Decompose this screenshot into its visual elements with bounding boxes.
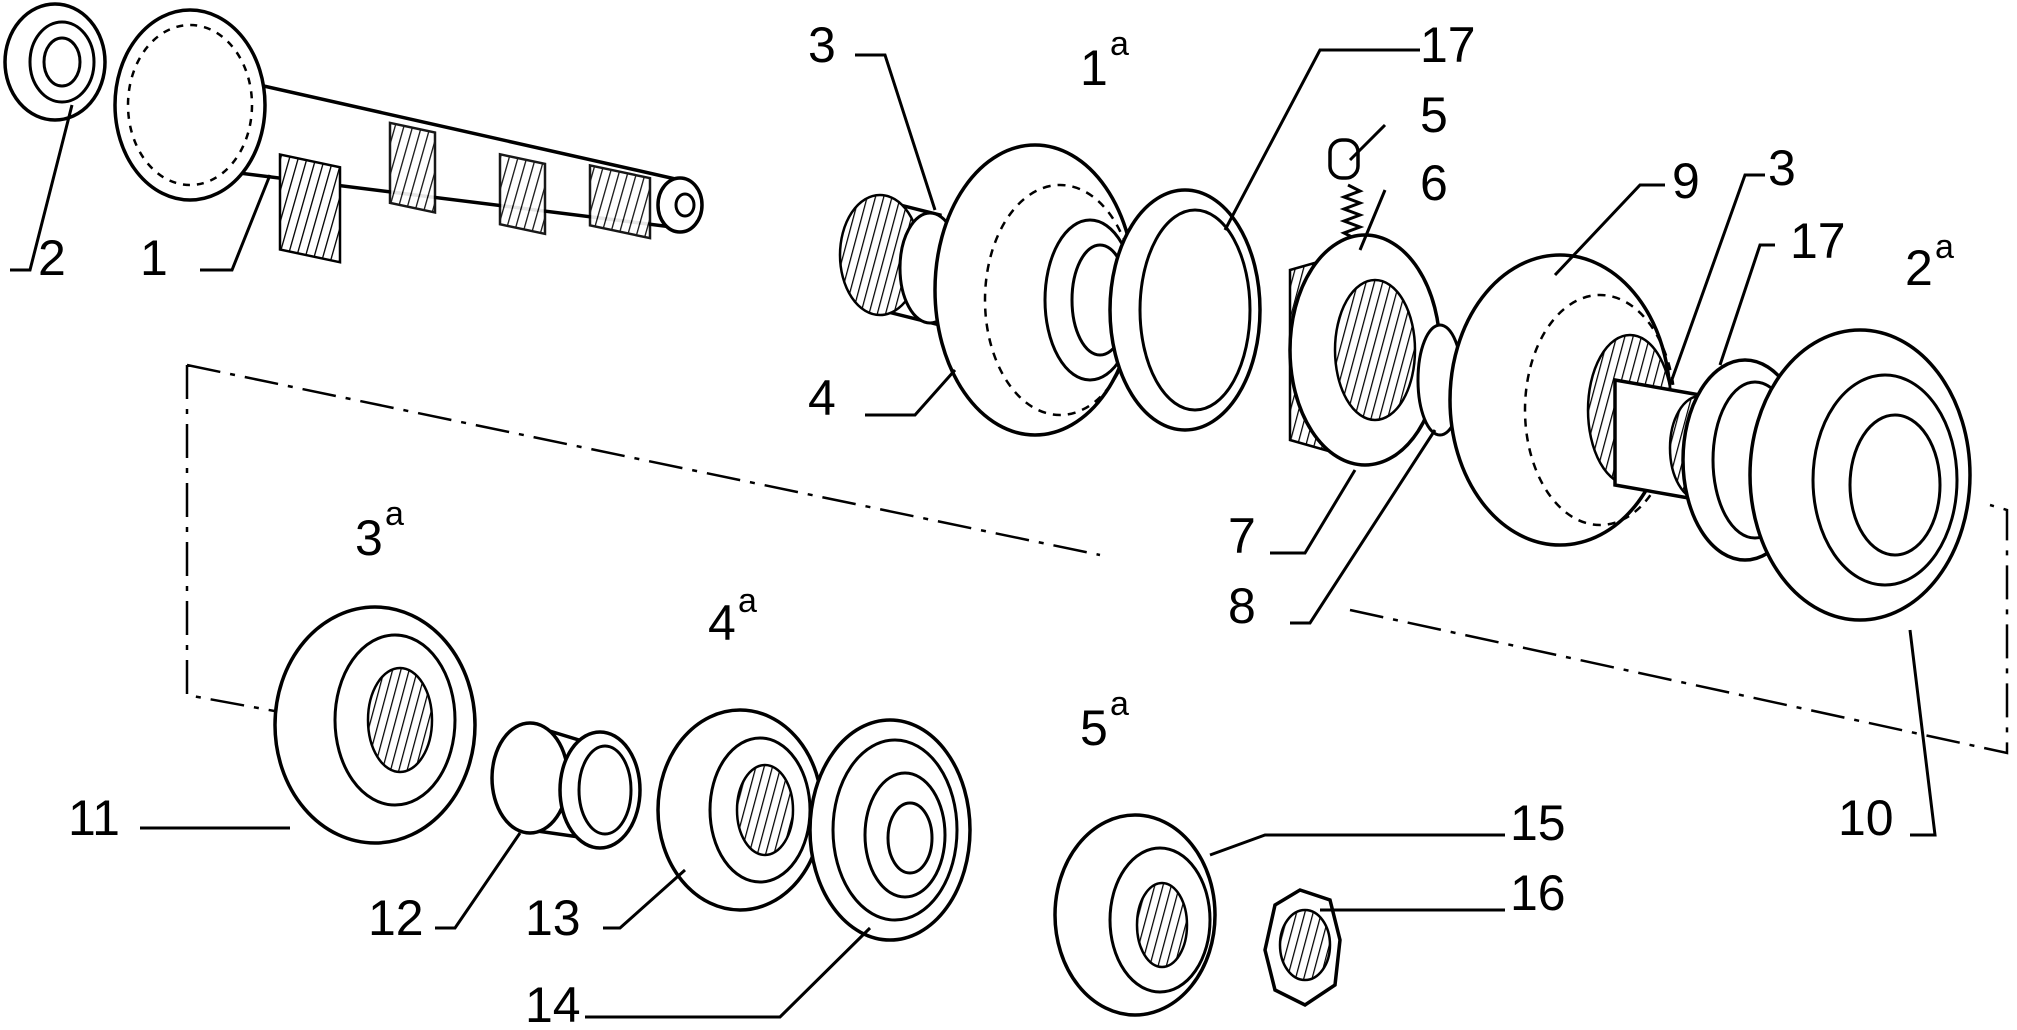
label-part-5: 5 [1420,87,1448,143]
part-5-detent-pin [1328,138,1360,180]
part-7-synchro-sleeve [1288,233,1442,467]
second-gear-part-10 [1748,328,1972,622]
gear-labels: 1 a 2 a 3 a 4 a 5 a [355,25,1954,756]
label-part-12: 12 [368,890,424,946]
leader-lines [10,48,1937,1019]
label-part-1: 1 [140,230,168,286]
label-part-8: 8 [1228,578,1256,634]
label-part-6: 6 [1420,155,1448,211]
label-part-11: 11 [68,790,120,846]
label-gear-5-sup: a [1110,685,1129,723]
label-part-2: 2 [38,230,66,286]
label-gear-3: 3 [355,510,383,566]
label-part-3-left: 3 [808,17,836,73]
label-gear-1: 1 [1080,40,1108,96]
label-part-9: 9 [1672,153,1700,209]
label-part-15: 15 [1510,795,1566,851]
label-part-17-right: 17 [1790,213,1846,269]
fifth-gear-part-15 [1053,813,1217,1017]
label-gear-4: 4 [708,595,736,651]
part-1-input-shaft [113,8,704,264]
label-part-17-left: 17 [1420,17,1476,73]
part-2-ball-bearing [3,2,107,122]
part-labels: 2 1 3 17 5 6 4 7 8 9 3 17 10 11 12 13 14… [38,17,1894,1030]
first-gear-part-4 [933,143,1137,437]
part-17-synchro-ring-left [1108,188,1262,432]
label-part-10: 10 [1838,790,1894,846]
part-16-hex-nut [1263,888,1342,1008]
label-part-16: 16 [1510,865,1566,921]
label-part-7: 7 [1228,508,1256,564]
label-gear-2: 2 [1905,240,1933,296]
label-gear-1-sup: a [1110,25,1129,63]
assembly-axis-line [185,363,2009,755]
label-part-13: 13 [525,890,581,946]
label-part-3-right: 3 [1768,140,1796,196]
part-14-bearing-disc [808,718,972,942]
label-gear-3-sup: a [385,495,404,533]
label-gear-2-sup: a [1935,228,1954,266]
third-gear-part-11 [273,605,477,845]
part-6-spring [1339,183,1365,241]
label-gear-4-sup: a [738,582,757,620]
fourth-gear-part-13 [656,708,824,912]
label-part-14: 14 [525,977,581,1030]
label-gear-5: 5 [1080,700,1108,756]
part-12-spacer-bushing [490,721,642,850]
label-part-4: 4 [808,370,836,426]
